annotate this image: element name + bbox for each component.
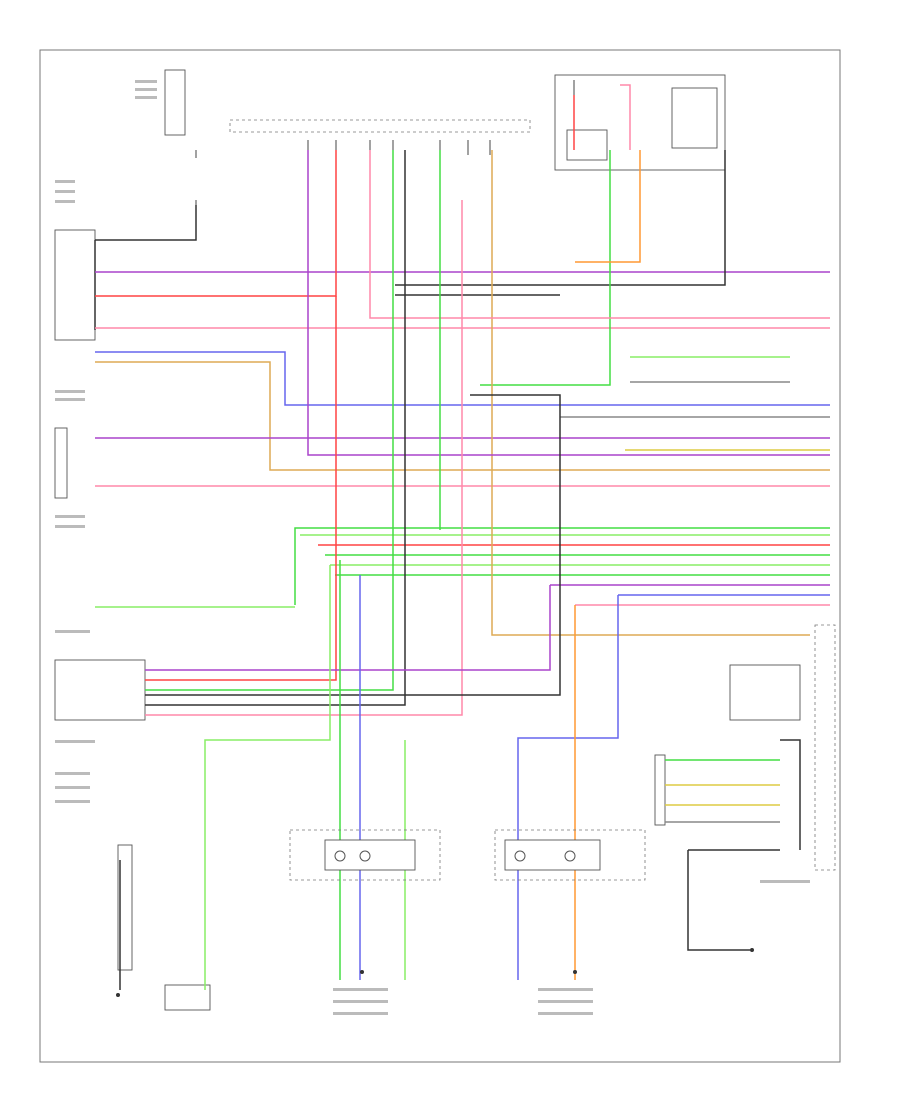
wire-pink: [620, 84, 631, 150]
switch-module: [54, 229, 96, 341]
label-mark: [55, 180, 75, 183]
turn-indicator-box: [729, 664, 801, 721]
wire-black: [145, 394, 561, 696]
wire-green: [145, 150, 394, 691]
label-mark: [333, 988, 388, 991]
light-assemblies: [289, 829, 646, 881]
ground-icon: [573, 970, 577, 974]
neutral-switch: [164, 984, 211, 1011]
ground-icon: [360, 970, 364, 974]
fuse-panel-outline: [229, 119, 531, 133]
instrument-cluster: [654, 624, 836, 951]
label-mark: [538, 1000, 593, 1003]
wire-pink: [369, 150, 830, 319]
label-mark: [55, 800, 90, 803]
top-power-section: [164, 69, 726, 171]
wire-black: [95, 205, 197, 241]
wire-tan: [491, 150, 810, 636]
ground-icon: [750, 948, 754, 952]
label-mark: [135, 80, 157, 83]
label-mark: [55, 786, 90, 789]
lamp-bulb-icon: [564, 850, 576, 862]
grounds: [116, 948, 754, 997]
label-mark: [55, 200, 75, 203]
wire-tan: [95, 361, 830, 471]
label-mark: [55, 398, 85, 401]
cluster-outline: [814, 624, 836, 871]
label-mark: [333, 1000, 388, 1003]
label-mark: [333, 1012, 388, 1015]
lamp-bulb-icon: [514, 850, 526, 862]
label-mark: [55, 515, 85, 518]
wire-purple: [307, 150, 830, 456]
right-lamp-unit: [504, 839, 601, 871]
label-mark: [538, 1012, 593, 1015]
label-mark: [55, 525, 85, 528]
vertical-wires: [119, 84, 830, 990]
label-mark: [55, 740, 95, 743]
lamp-bulb-icon: [359, 850, 371, 862]
label-mark: [135, 96, 157, 99]
relay-module: [671, 87, 718, 149]
label-placeholders: [55, 80, 810, 1015]
wire-blue: [517, 595, 619, 980]
label-mark: [538, 988, 593, 991]
wire-black: [145, 150, 406, 706]
wire-red: [95, 150, 337, 297]
wire-blue: [95, 351, 830, 406]
wire-black: [687, 850, 750, 951]
left-modules: [54, 229, 211, 1011]
fuse-block-1: [164, 69, 186, 136]
wire-purple: [145, 585, 551, 671]
cluster-leads: [665, 739, 801, 951]
wire-lightgreen: [204, 565, 331, 990]
combo-meter-block: [54, 659, 146, 721]
right-lamp-outline: [494, 829, 646, 881]
label-mark: [760, 880, 810, 883]
wire-black: [780, 739, 801, 850]
label-mark: [55, 630, 90, 633]
ground-icon: [116, 993, 120, 997]
middle-bundle: [95, 150, 830, 636]
left-lamp-outline: [289, 829, 441, 881]
wire-red: [145, 296, 337, 681]
transmission-module: [117, 844, 133, 971]
diagram-frame: [39, 49, 841, 1063]
relay-sub: [566, 129, 608, 161]
wire-orange: [575, 150, 641, 263]
cluster-connector: [654, 754, 666, 826]
label-mark: [55, 190, 75, 193]
wire-pink: [145, 200, 463, 716]
wire-green: [294, 527, 830, 605]
brake-switch-block: [54, 427, 68, 499]
lamp-bulb-icon: [334, 850, 346, 862]
label-mark: [135, 88, 157, 91]
label-mark: [55, 772, 90, 775]
label-mark: [55, 390, 85, 393]
wire-black: [395, 150, 726, 286]
wire-green: [480, 150, 611, 386]
